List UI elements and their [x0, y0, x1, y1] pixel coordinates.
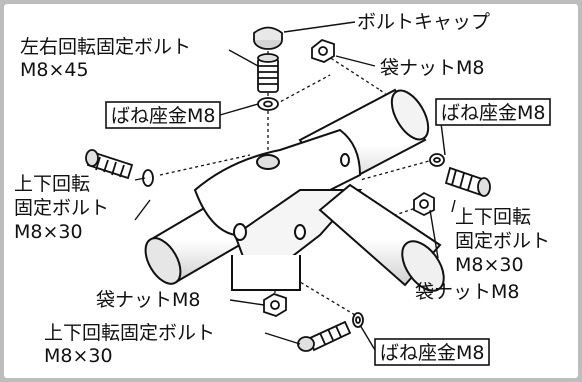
label-ud-bolt-right-line1: 上下回転: [455, 206, 531, 228]
label-ud-bolt-left-line3: M8×30: [14, 221, 83, 243]
label-washer-right-box: ばね座金M8: [435, 98, 551, 126]
ud-bolt-right-part: [429, 153, 491, 197]
label-washer-bottom-box: ばね座金M8: [374, 338, 490, 366]
label-washer-right: ばね座金M8: [441, 102, 545, 124]
label-ud-bolt-left-line2: 固定ボルト: [14, 197, 109, 219]
cap-nut-top-part: [311, 38, 335, 63]
label-lr-bolt-line1: 左右回転固定ボルト: [20, 36, 191, 58]
label-ud-bolt-right-line3: M8×30: [455, 254, 524, 276]
bolt-cap-part: [253, 26, 283, 50]
label-ud-bolt-bottom-line1: 上下回転固定ボルト: [44, 322, 215, 344]
washer-top-part: [257, 97, 279, 111]
ud-bolt-bottom-part: [297, 312, 364, 352]
lr-bolt-part: [257, 53, 279, 93]
ud-bolt-left-part: [85, 149, 154, 187]
label-cap-nut-right: 袋ナットM8: [415, 281, 519, 303]
label-ud-bolt-left-line1: 上下回転: [14, 173, 90, 195]
label-washer-bottom: ばね座金M8: [380, 342, 484, 364]
cap-nut-right-part: [413, 191, 435, 217]
label-washer-left-box: ばね座金M8: [105, 101, 221, 129]
label-ud-bolt-right-line2: 固定ボルト: [455, 230, 550, 252]
lower-tube: [231, 255, 301, 291]
label-lr-bolt-line2: M8×45: [20, 59, 89, 81]
right-tube: [318, 183, 445, 292]
label-cap-nut-top: 袋ナットM8: [380, 57, 484, 79]
label-washer-left: ばね座金M8: [111, 105, 215, 127]
label-bolt-cap: ボルトキャップ: [357, 11, 490, 33]
label-ud-bolt-bottom-line2: M8×30: [44, 345, 113, 367]
cap-nut-bottom-part: [263, 293, 287, 317]
label-cap-nut-bottom: 袋ナットM8: [96, 289, 200, 311]
